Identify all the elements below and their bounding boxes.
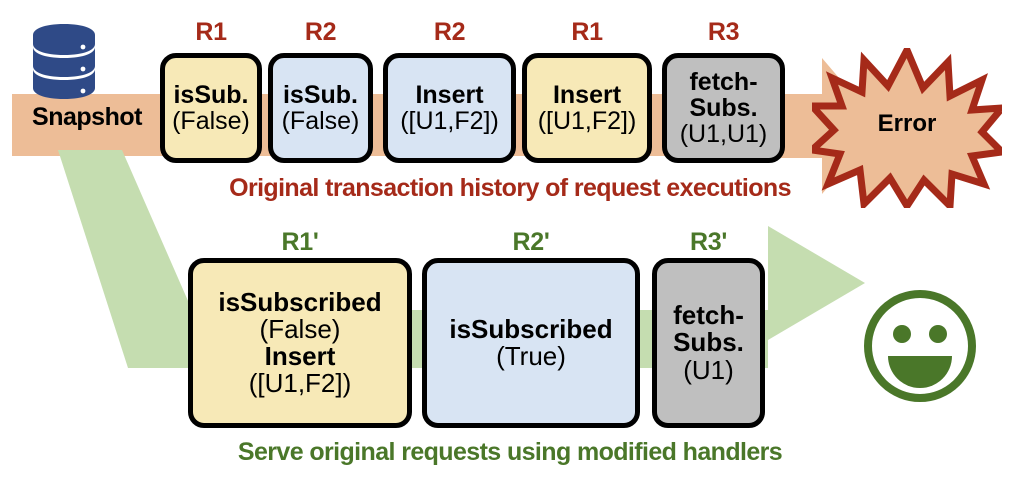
step-box-insert-a: Insert ([U1,F2]) <box>383 53 516 163</box>
request-tag-r1-prime: R1' <box>281 228 319 256</box>
step-arg: (U1,U1) <box>679 120 768 148</box>
request-tag-r3-prime: R3' <box>689 228 727 256</box>
step-box-issubscribed-true: isSubscribed (True) <box>422 258 640 428</box>
step-op: isSub. <box>282 81 358 109</box>
step-box-issubscribed-insert: isSubscribed (False) Insert ([U1,F2]) <box>188 258 412 428</box>
smiley-face-icon <box>864 290 976 402</box>
step-op-cont: Subs. <box>673 327 744 358</box>
step-arg: ([U1,F2]) <box>537 107 637 135</box>
request-tag-r1-a: R1 <box>195 18 227 46</box>
step-arg: ([U1,F2]) <box>400 107 499 135</box>
step-box-issub-false-b: isSub. (False) <box>268 53 373 163</box>
step-box-issub-false-a: isSub. (False) <box>160 53 262 163</box>
step-op: Insert <box>552 81 622 109</box>
step-arg-1: (False) <box>259 313 341 344</box>
request-tag-r2-prime: R2' <box>512 228 550 256</box>
step-arg-2: ([U1,F2]) <box>248 368 352 399</box>
request-tag-r2-a: R2 <box>304 18 337 46</box>
original-history-caption: Original transaction history of request … <box>229 174 791 202</box>
step-op: fetch- <box>689 68 758 96</box>
step-arg: (False) <box>281 107 360 135</box>
request-tag-r2-b: R2 <box>433 18 466 46</box>
step-op: isSub. <box>173 81 249 109</box>
modified-handlers-caption: Serve original requests using modified h… <box>237 438 783 466</box>
step-arg: (U1) <box>683 354 734 385</box>
step-box-fetchsubs-a: fetch- Subs. (U1,U1) <box>662 53 785 163</box>
error-starburst-icon <box>812 48 1002 208</box>
step-op-2: Insert <box>264 341 336 371</box>
step-box-fetchsubs-b: fetch- Subs. (U1) <box>652 258 765 428</box>
step-op-1: isSubscribed <box>218 286 382 317</box>
error-label: Error <box>877 110 937 137</box>
step-arg: (False) <box>172 107 250 135</box>
database-icon <box>33 24 95 99</box>
request-tag-r3: R3 <box>707 18 740 46</box>
step-op: isSubscribed <box>449 313 613 344</box>
step-op: fetch- <box>673 300 744 331</box>
request-tag-r1-b: R1 <box>571 18 603 46</box>
step-box-insert-b: Insert ([U1,F2]) <box>522 53 652 163</box>
step-op-cont: Subs. <box>689 94 758 122</box>
step-arg: (True) <box>496 341 566 371</box>
step-op: Insert <box>415 81 484 109</box>
snapshot-label: Snapshot <box>32 103 142 131</box>
